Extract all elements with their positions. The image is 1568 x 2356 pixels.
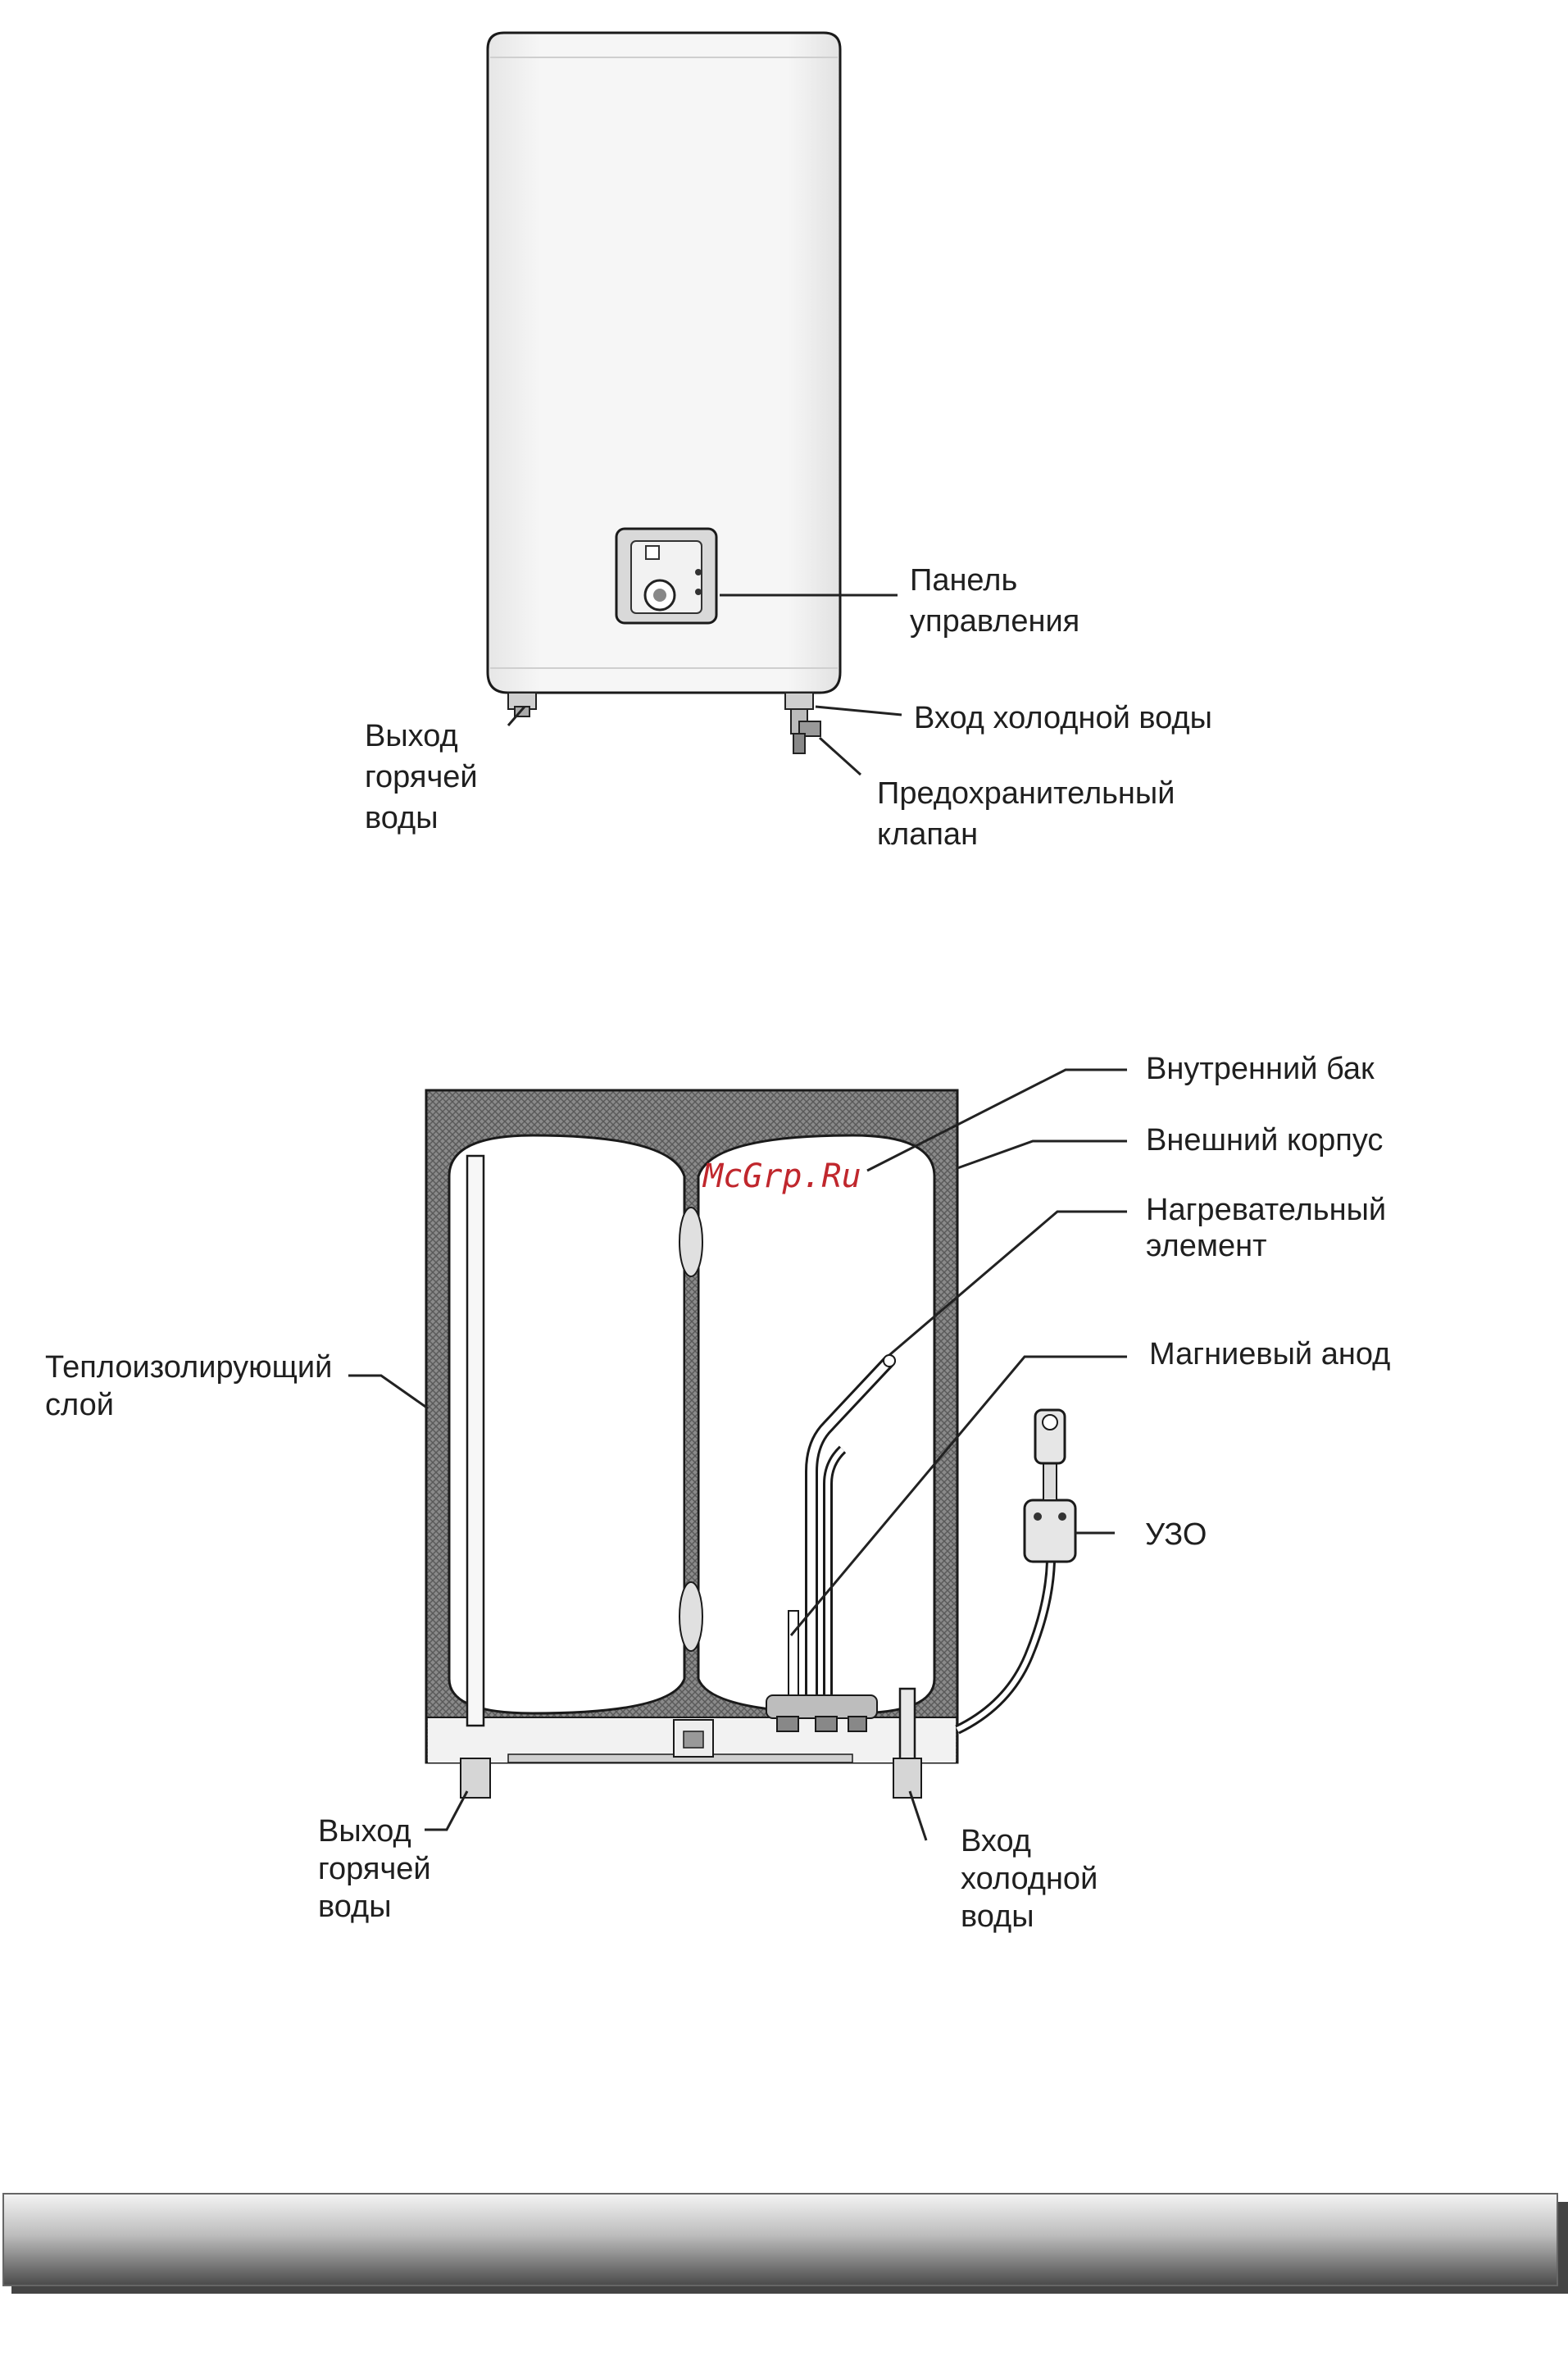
flange-assembly: [766, 1695, 877, 1731]
cold-inlet-pipe: [900, 1689, 915, 1761]
label-rcd: УЗО: [1145, 1517, 1207, 1552]
label-insulation: Теплоизолирующий слой: [45, 1350, 341, 1422]
figure2-cutaway-view: McGrp.Ru Внутренний бак Внешний корпус Н…: [45, 1052, 1395, 1934]
control-panel: [616, 529, 716, 623]
label-cold-inlet-1: Вход холодной воды: [914, 701, 1212, 735]
footer-bar: [3, 2194, 1557, 2286]
figure1-external-view: Панель управления Вход холодной воды Вых…: [365, 33, 1212, 852]
label-heating-element: Нагревательный элемент: [1146, 1193, 1395, 1263]
label-magnesium-anode: Магниевый анод: [1149, 1337, 1390, 1371]
cold-inlet-fitting: [785, 693, 820, 753]
hot-outlet-pipe: [467, 1156, 484, 1726]
rcd-with-plug: [957, 1410, 1075, 1730]
label-outer-case: Внешний корпус: [1146, 1123, 1383, 1158]
hot-outlet-fitting: [508, 693, 536, 716]
watermark: McGrp.Ru: [702, 1158, 861, 1195]
label-inner-tank: Внутренний бак: [1146, 1052, 1375, 1086]
label-cold-inlet-2: Вход холодной воды: [961, 1824, 1107, 1934]
label-hot-outlet-2: Выход горячей воды: [318, 1814, 439, 1924]
label-safety-valve: Предохранительный клапан: [877, 776, 1184, 852]
magnesium-anode: [789, 1611, 798, 1697]
label-control-panel: Панель управления: [910, 563, 1079, 639]
label-hot-outlet-1: Выход горячей воды: [365, 719, 486, 835]
